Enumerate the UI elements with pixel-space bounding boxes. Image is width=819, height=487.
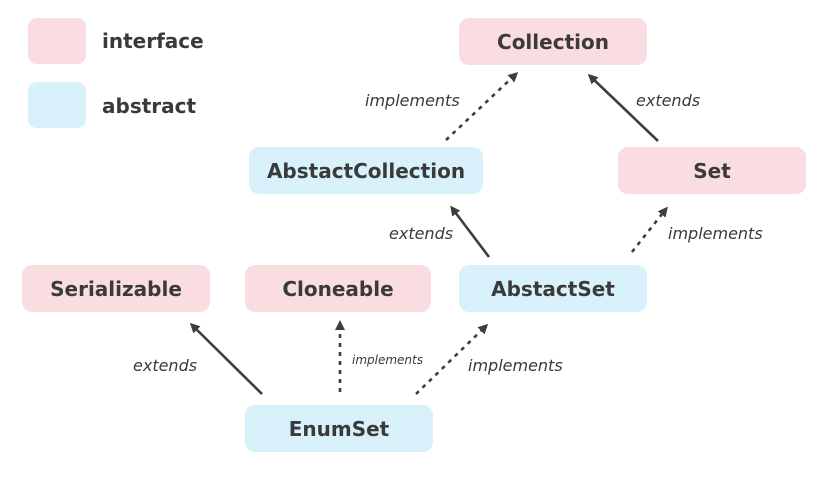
edge-label-abstactset-extends: extends: [389, 224, 454, 243]
node-enumset: EnumSet: [245, 405, 433, 452]
node-abstactcollection: AbstactCollection: [249, 147, 483, 194]
legend-interface-swatch: [28, 18, 86, 64]
edge-enumset-extends-serializable: [189, 322, 263, 395]
node-cloneable: Cloneable: [245, 265, 431, 312]
edge-label-set-extends: extends: [636, 91, 701, 110]
legend-abstract-swatch: [28, 82, 86, 128]
node-collection: Collection: [459, 18, 647, 65]
node-serializable: Serializable: [22, 265, 210, 312]
edge-abstactset-extends-abstactcollection: [450, 205, 491, 258]
edge-label-abstactcollection-implements: implements: [365, 91, 460, 110]
edge-set-extends-collection: [587, 73, 659, 142]
edge-abstactset-implements-set: [630, 206, 668, 253]
edge-label-enumset-extends: extends: [133, 356, 198, 375]
edge-label-abstactset-implements: implements: [668, 224, 763, 243]
node-set: Set: [618, 147, 806, 194]
node-abstactset: AbstactSet: [459, 265, 647, 312]
legend-interface-label: interface: [102, 29, 204, 53]
edge-abstactcollection-implements-collection: [445, 71, 519, 141]
edge-label-enumset-implements-cloneable: implements: [352, 353, 423, 367]
edge-label-enumset-implements-abstactset: implements: [468, 356, 563, 375]
legend-abstract-label: abstract: [102, 94, 197, 118]
edge-enumset-implements-abstactset: [415, 323, 489, 395]
